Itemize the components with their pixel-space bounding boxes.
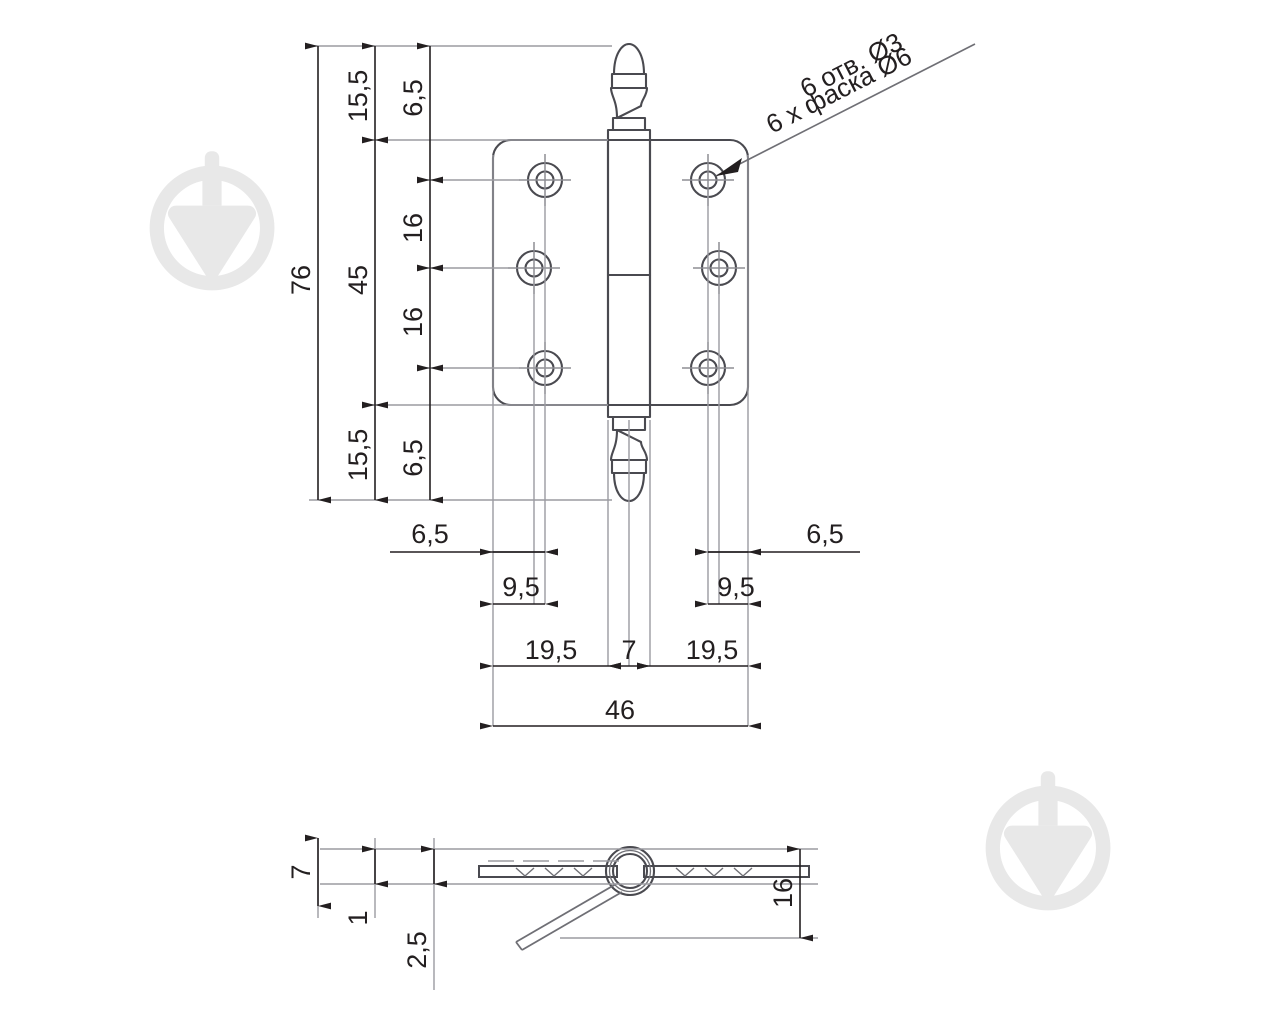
front-view-vertical-dim-labels: 76 45 15,5 15,5 6,5 6,5 16 16 [286, 70, 428, 482]
front-view-extension-lines-horizontal [309, 45, 612, 501]
side-knuckle-ring [604, 845, 656, 897]
side-view-dims [305, 834, 813, 942]
note-leader-arrow [716, 158, 742, 176]
dim-label-16-lower: 16 [398, 307, 428, 337]
hinge-top-finial [609, 42, 649, 132]
dim-label-19-5-right: 19,5 [686, 635, 739, 665]
dim-label-6-5-left: 6,5 [411, 519, 449, 549]
dim-label-19-5-left: 19,5 [525, 635, 578, 665]
dim-label-7-knuckle: 7 [621, 635, 636, 665]
dim-label-16-upper: 16 [398, 213, 428, 243]
side-open-leaf [515, 883, 623, 951]
dim-label-2-5-side: 2,5 [402, 931, 432, 969]
dim-label-9-5-right: 9,5 [717, 572, 755, 602]
dim-label-76: 76 [286, 265, 316, 295]
dim-label-6-5-top: 6,5 [398, 79, 428, 117]
side-left-leaf [478, 865, 618, 878]
dim-label-1-side: 1 [343, 910, 373, 925]
hinge-knuckle-column [606, 138, 652, 407]
front-view-horizontal-dims [390, 548, 860, 730]
dim-label-15-5-top: 15,5 [343, 70, 373, 123]
dim-label-16-side: 16 [768, 878, 798, 908]
note-leader-line [715, 43, 976, 177]
front-view-vertical-dims [305, 42, 443, 504]
side-countersink-marks [515, 867, 753, 877]
dim-label-46: 46 [605, 695, 635, 725]
dim-label-45: 45 [343, 265, 373, 295]
dim-label-9-5-left: 9,5 [502, 572, 540, 602]
dim-label-15-5-bottom: 15,5 [343, 429, 373, 482]
side-view-dim-labels: 7 1 2,5 16 [286, 864, 798, 968]
dim-label-6-5-bottom: 6,5 [398, 439, 428, 477]
front-view-extension-lines-vertical [492, 155, 749, 726]
dim-label-7-side: 7 [286, 864, 316, 879]
dim-label-6-5-right: 6,5 [806, 519, 844, 549]
side-view-geometry [317, 838, 818, 990]
front-view-horizontal-dim-labels: 6,5 6,5 9,5 9,5 19,5 7 19,5 46 [411, 519, 844, 725]
